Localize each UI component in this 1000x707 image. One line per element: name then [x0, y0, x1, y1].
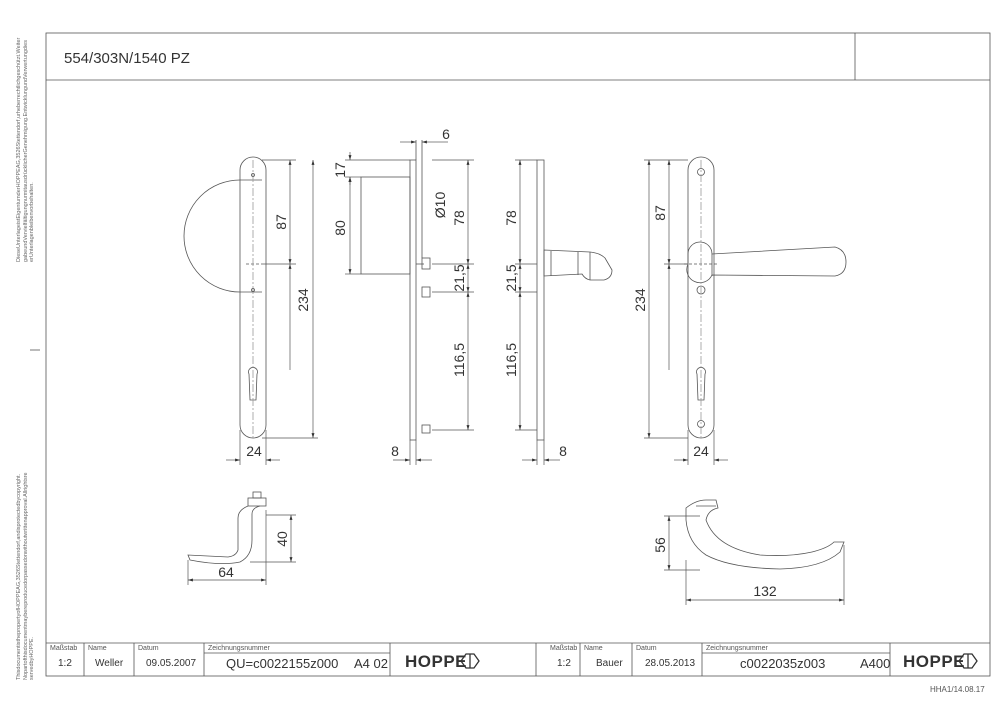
tb-right-name: Bauer	[596, 658, 623, 669]
right-top-dimensions	[664, 515, 845, 605]
drawing-title: 554/303N/1540 PZ	[64, 50, 190, 67]
drawing-frame	[30, 32, 991, 677]
dim-17: 17	[332, 162, 348, 178]
left-side-view	[360, 140, 431, 441]
footer-code: HHA1/14.08.17	[930, 685, 985, 694]
tb-left-name: Weller	[95, 658, 124, 669]
side-note-bottom: ThisdocumentisthepropertyofHOPPEAG,3526S…	[16, 472, 35, 680]
dim-116-5-a: 116,5	[451, 343, 467, 377]
left-front-dimensions	[226, 159, 318, 465]
dim-6: 6	[442, 126, 450, 142]
dim-78-a: 78	[451, 210, 467, 226]
dim-116-5-b: 116,5	[503, 343, 519, 377]
tb-left-number: QU=c0022155z000	[226, 656, 339, 671]
tb-left-number-label: Zeichnungsnummer	[208, 645, 270, 652]
tb-right-name-label: Name	[584, 645, 603, 652]
right-side-view	[536, 159, 613, 441]
tb-right-date-label: Datum	[636, 645, 657, 652]
tb-right-number: c0022035z003	[740, 656, 826, 671]
tb-right-format: A400	[860, 656, 891, 671]
dim-132: 132	[753, 583, 777, 599]
left-top-dimensions	[187, 510, 296, 585]
tb-left-name-label: Name	[88, 645, 107, 652]
side-note-top: DieseUnterlageistEigentumderHOPPEAG,3526…	[16, 37, 35, 262]
tb-left-date: 09.05.2007	[146, 658, 197, 669]
dim-56: 56	[652, 537, 668, 553]
dim-87-right: 87	[652, 205, 668, 221]
dim-40: 40	[274, 531, 290, 547]
dim-234-left: 234	[295, 288, 311, 312]
tb-left-brand: HOPPE	[405, 652, 468, 671]
right-side-dimensions	[515, 159, 560, 465]
hoppe-logo-right-icon	[958, 653, 978, 669]
right-front-view	[684, 156, 847, 440]
right-top-view	[685, 499, 845, 570]
left-top-view	[187, 491, 267, 564]
dim-64: 64	[218, 564, 234, 580]
dim-24-left: 24	[246, 443, 262, 459]
tb-right-scale: 1:2	[557, 658, 571, 669]
dim-21-5-b: 21,5	[503, 264, 519, 291]
dim-diameter-10: Ø10	[432, 192, 448, 219]
dim-21-5-a: 21,5	[451, 264, 467, 291]
tb-right-date: 28.05.2013	[645, 658, 696, 669]
dim-234-right: 234	[632, 288, 648, 312]
dim-8-a: 8	[391, 443, 399, 459]
hoppe-logo-left-icon	[460, 653, 480, 669]
dim-87-left: 87	[273, 214, 289, 230]
tb-right-number-label: Zeichnungsnummer	[706, 645, 768, 652]
tb-right-brand: HOPPE	[903, 652, 966, 671]
left-front-view	[183, 156, 267, 440]
dimension-labels: 87 234 24 17 80 6 Ø10 78 21,5 116,5 8 78…	[218, 126, 777, 599]
right-front-dimensions	[644, 159, 728, 465]
dim-80: 80	[332, 220, 348, 236]
left-side-dimensions	[345, 140, 474, 465]
tb-left-format: A4 02	[354, 656, 388, 671]
tb-right-scale-label: Maßstab	[550, 645, 578, 652]
dim-24-right: 24	[693, 443, 709, 459]
tb-left-scale-label: Maßstab	[50, 645, 78, 652]
tb-left-date-label: Datum	[138, 645, 159, 652]
dim-8-b: 8	[559, 443, 567, 459]
tb-left-scale: 1:2	[58, 658, 72, 669]
dim-78-b: 78	[503, 210, 519, 226]
